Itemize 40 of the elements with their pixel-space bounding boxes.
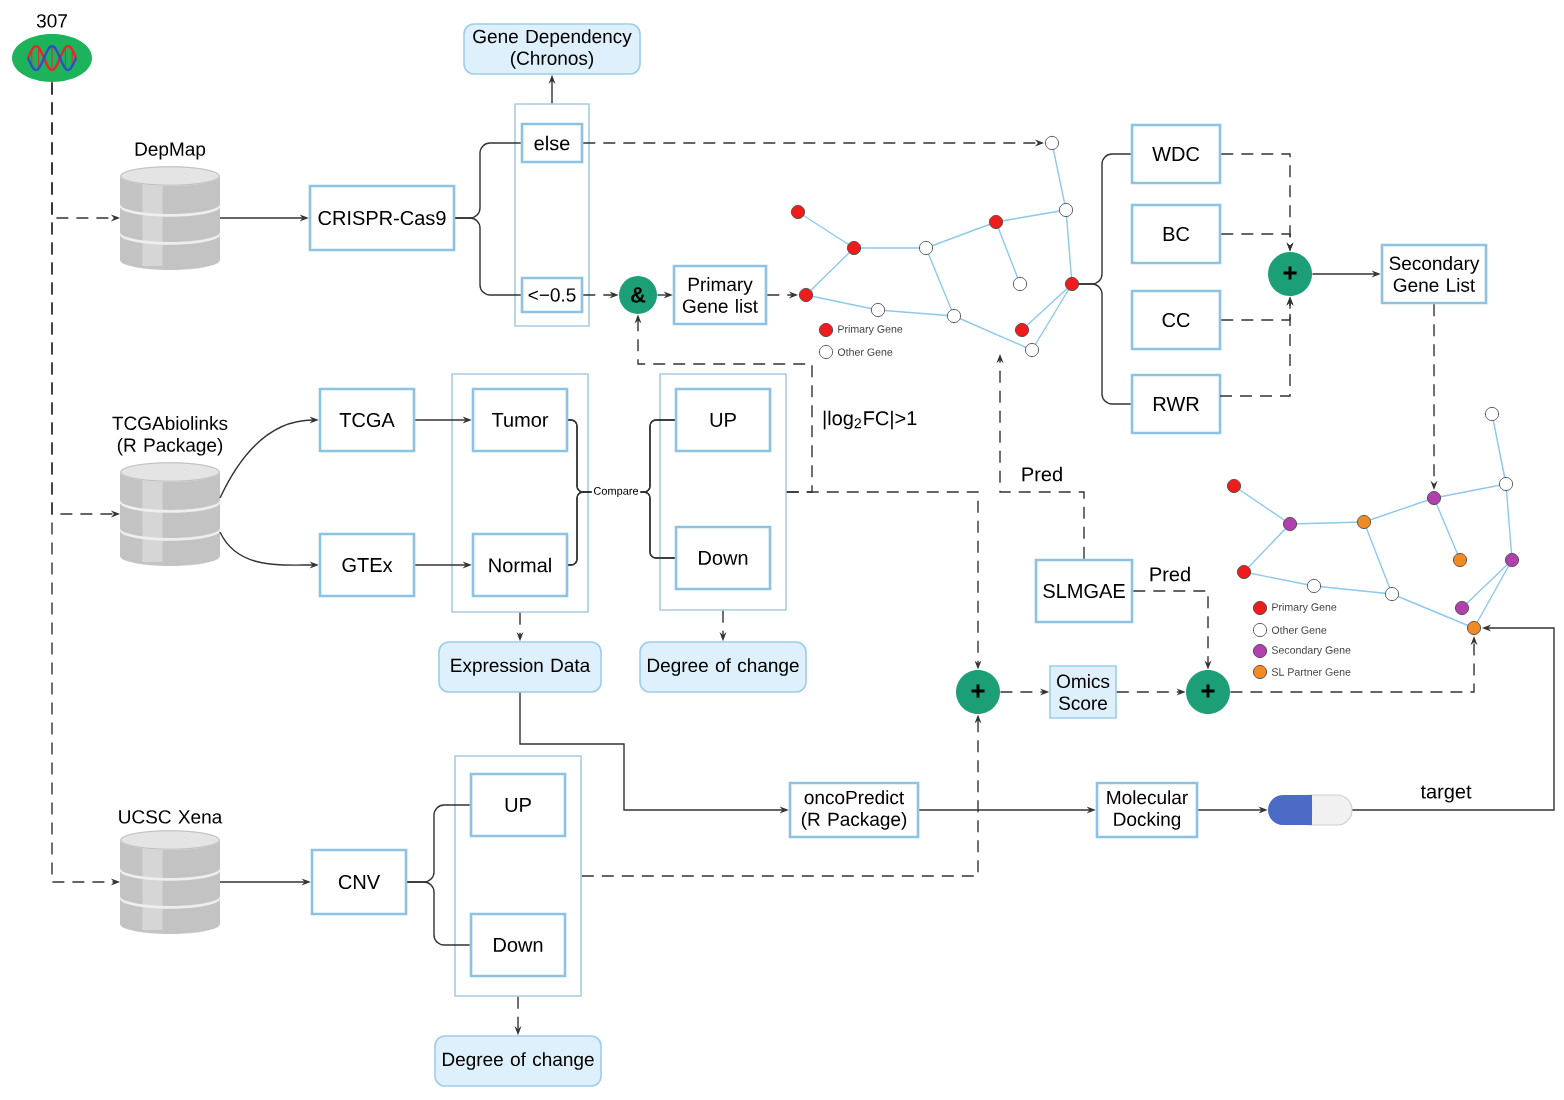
process-box: Primary Gene list: [672, 264, 768, 326]
gene-network-drawing: [790, 135, 1080, 358]
score-box: Omics Score: [1049, 665, 1117, 719]
edge-label: target: [1418, 783, 1474, 805]
result-box: Expression Data: [438, 641, 602, 693]
process-box: CNV: [310, 848, 408, 916]
edge-label: Pred: [1019, 465, 1065, 483]
process-box: BC: [1130, 203, 1222, 265]
number-label: 307: [36, 14, 67, 28]
process-box: oncoPredict (R Package): [788, 781, 920, 839]
process-box: Down: [469, 912, 567, 978]
edge-label: |log$_{2}$FC|>1: [820, 409, 919, 431]
brace-line: [454, 217, 522, 296]
result-box: Gene Dependency (Chronos): [463, 23, 641, 75]
edge-label: Pred: [1147, 565, 1193, 583]
process-box: Normal: [471, 532, 569, 598]
process-box: WDC: [1130, 123, 1222, 185]
process-box: Molecular Docking: [1095, 781, 1199, 839]
result-box: Degree of change: [434, 1035, 602, 1087]
capsule-icon: [1268, 794, 1353, 826]
process-box: CRISPR-Cas9: [308, 184, 456, 252]
process-box: CC: [1130, 289, 1222, 351]
database-label: TCGAbiolinks (R Package): [112, 416, 228, 456]
gene-network-drawing: [1226, 406, 1520, 636]
process-box: SLMGAE: [1034, 558, 1134, 624]
process-box: UP: [469, 772, 567, 838]
process-box: Tumor: [471, 387, 569, 453]
process-box: Down: [674, 525, 772, 591]
process-box: UP: [674, 387, 772, 453]
database-label: DepMap: [135, 142, 206, 160]
process-box: RWR: [1130, 373, 1222, 435]
result-box: Degree of change: [639, 641, 807, 693]
process-box: Secondary Gene List: [1380, 243, 1488, 305]
database-label: UCSC Xena: [119, 810, 223, 824]
brace-line: [1078, 283, 1132, 405]
process-box: GTEx: [318, 532, 416, 598]
process-box: TCGA: [318, 387, 416, 453]
brace-line: [406, 881, 471, 946]
process-box: else: [520, 122, 584, 164]
process-box: <−0.5: [520, 276, 584, 314]
